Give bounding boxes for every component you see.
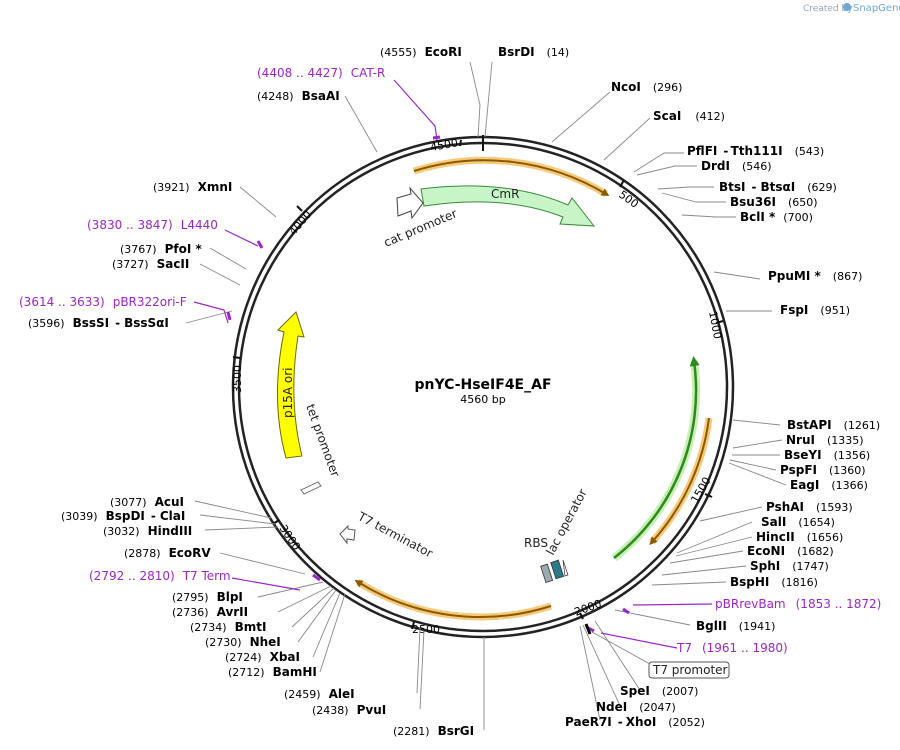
orf-arrow-top [413,159,610,197]
primer-label-l4440: (3830 .. 3847)L4440 [87,218,218,232]
cmr-label: CmR [491,187,519,201]
tick-marks [232,135,724,630]
enzyme-label-bmti: (2734)BmtI [190,620,266,634]
enzyme-label-xmni: (3921)XmnI [153,180,232,194]
orf-arrow-bottom [354,579,552,618]
enzyme-label-pshai: PshAI(1593) [766,500,853,514]
enzyme-label-nrui: NruI(1335) [786,433,864,447]
tick-label-4500: 4500 [429,136,459,154]
enzyme-label-bamhi: (2712)BamHI [228,665,317,679]
enzyme-label-btsi-btsai: BtsI-BtsαI(629) [719,180,837,194]
enzyme-label-ecori: (4555)EcoRI [380,45,462,59]
enzyme-label-spei: SpeI(2007) [620,684,698,698]
enzyme-label-ndei: NdeI(2047) [596,700,676,714]
enzyme-label-fspi: FspI(951) [780,303,850,317]
tick-label-4000: 4000 [286,208,314,238]
primer-label-cat-r: (4408 .. 4427)CAT-R [257,66,385,80]
t7-terminator-arrow [339,524,356,545]
enzyme-label-ncoi: NcoI(296) [611,80,682,94]
tick-label-2000: 2000 [573,597,604,619]
plasmid-name: pnYC-HseIF4E_AF [414,377,551,393]
enzyme-label-hindiii: (3032)HindIII [103,524,192,538]
rbs-box [540,563,554,583]
enzyme-label-pvui: (2438)PvuI [312,703,386,717]
primer-label-pbr322ori-f: (3614 .. 3633)pBR322ori-F [19,295,187,309]
green-arrow [613,356,700,559]
enzyme-label-sphi: SphI(1747) [750,559,829,573]
enzyme-label-bsu36i: Bsu36I(650) [730,195,818,209]
t7-promoter-box [648,661,730,679]
enzyme-label-drdi: DrdI(546) [701,159,772,173]
p15a-ori-label: p15A ori [281,367,295,418]
enzyme-label-ecorv: (2878)EcoRV [124,546,211,560]
enzyme-label-alei: (2459)AleI [284,687,355,701]
orf-arrow-right [649,417,710,545]
leader-lines [185,61,787,730]
snapgene-logo-icon [843,3,851,11]
created-by-text: Created by [803,4,853,14]
rbs-label: RBS [524,536,548,550]
enzyme-label-bsrdi: BsrDI(14) [498,45,569,59]
lac-white-arrow [562,559,569,577]
tet-promoter-label: tet promoter [303,402,342,479]
brand-text: SnapGene [853,3,900,14]
enzyme-label-sali: SalI(1654) [761,515,835,529]
p15a-ori-arrow [277,311,305,459]
enzyme-label-econi: EcoNI(1682) [747,544,834,558]
cmr-arrow [420,185,596,227]
enzyme-label-bsssi-bsssai: (3596)BssSI-BssSαI [28,316,169,330]
enzyme-label-bsrgi: (2281)BsrGI [393,724,474,738]
primer-label-pbrrevbam: pBRrevBam(1853 .. 1872) [715,597,881,611]
enzyme-label-pspfi: PspFI(1360) [780,463,866,477]
enzyme-label-bstapi: BstAPI(1261) [787,418,880,432]
t7-promoter-leader [591,631,651,665]
t7-promoter-label: T7 promoter [652,663,728,677]
enzyme-label-sacii: (3727)SacII [112,257,189,271]
enzyme-label-avrii: (2736)AvrII [172,605,248,619]
lac-operator-label: lac operator [543,487,590,558]
primer-label-t7-term: (2792 .. 2810)T7 Term [89,569,231,583]
enzyme-label-pfoi: (3767)PfoI * [120,242,202,256]
cat-promoter-label: cat promoter [382,206,459,249]
enzyme-label-blpi: (2795)BlpI [172,590,243,604]
plasmid-size: 4560 bp [460,393,505,406]
t7-promoter-site [584,623,592,635]
lac-operator-box [550,559,565,580]
enzyme-label-bsphi: BspHI(1816) [730,575,818,589]
enzyme-label-hincii: HincII(1656) [756,530,843,544]
primer-leaders [193,79,713,649]
enzyme-label-bseyi: BseYI(1356) [784,448,870,462]
cat-promoter-arrow [396,186,424,220]
enzyme-label-scai: ScaI(412) [653,109,725,123]
enzyme-label-acui: (3077)AcuI [110,495,184,509]
enzyme-label-nhei: (2730)NheI [205,635,281,649]
enzyme-label-bglii: BglII(1941) [696,619,775,633]
enzyme-label-bspdi-clai: (3039)BspDI-ClaI [61,509,185,523]
enzyme-label-pflfi-tth111i: PflFI-Tth111I(543) [687,144,824,158]
tick-label-2500: 2500 [412,623,440,636]
tick-label-3500: 3500 [231,365,244,393]
primer-label-t7: T7(1961 .. 1980) [676,641,788,655]
enzyme-label-bcli: BclI *(700) [740,210,813,224]
enzyme-label-paer7i-xhoi: PaeR7I-XhoI(2052) [565,715,705,729]
enzyme-label-ppumi: PpuMI *(867) [768,269,862,283]
enzyme-label-xbai: (2724)XbaI [225,650,300,664]
tet-promoter-mark [300,481,322,495]
enzyme-label-eagi: EagI(1366) [790,478,868,492]
enzyme-label-bsaai: (4248)BsaAI [257,89,340,103]
t7-terminator-label: T7 terminator [355,509,435,561]
tick-label-1000: 1000 [706,310,724,340]
